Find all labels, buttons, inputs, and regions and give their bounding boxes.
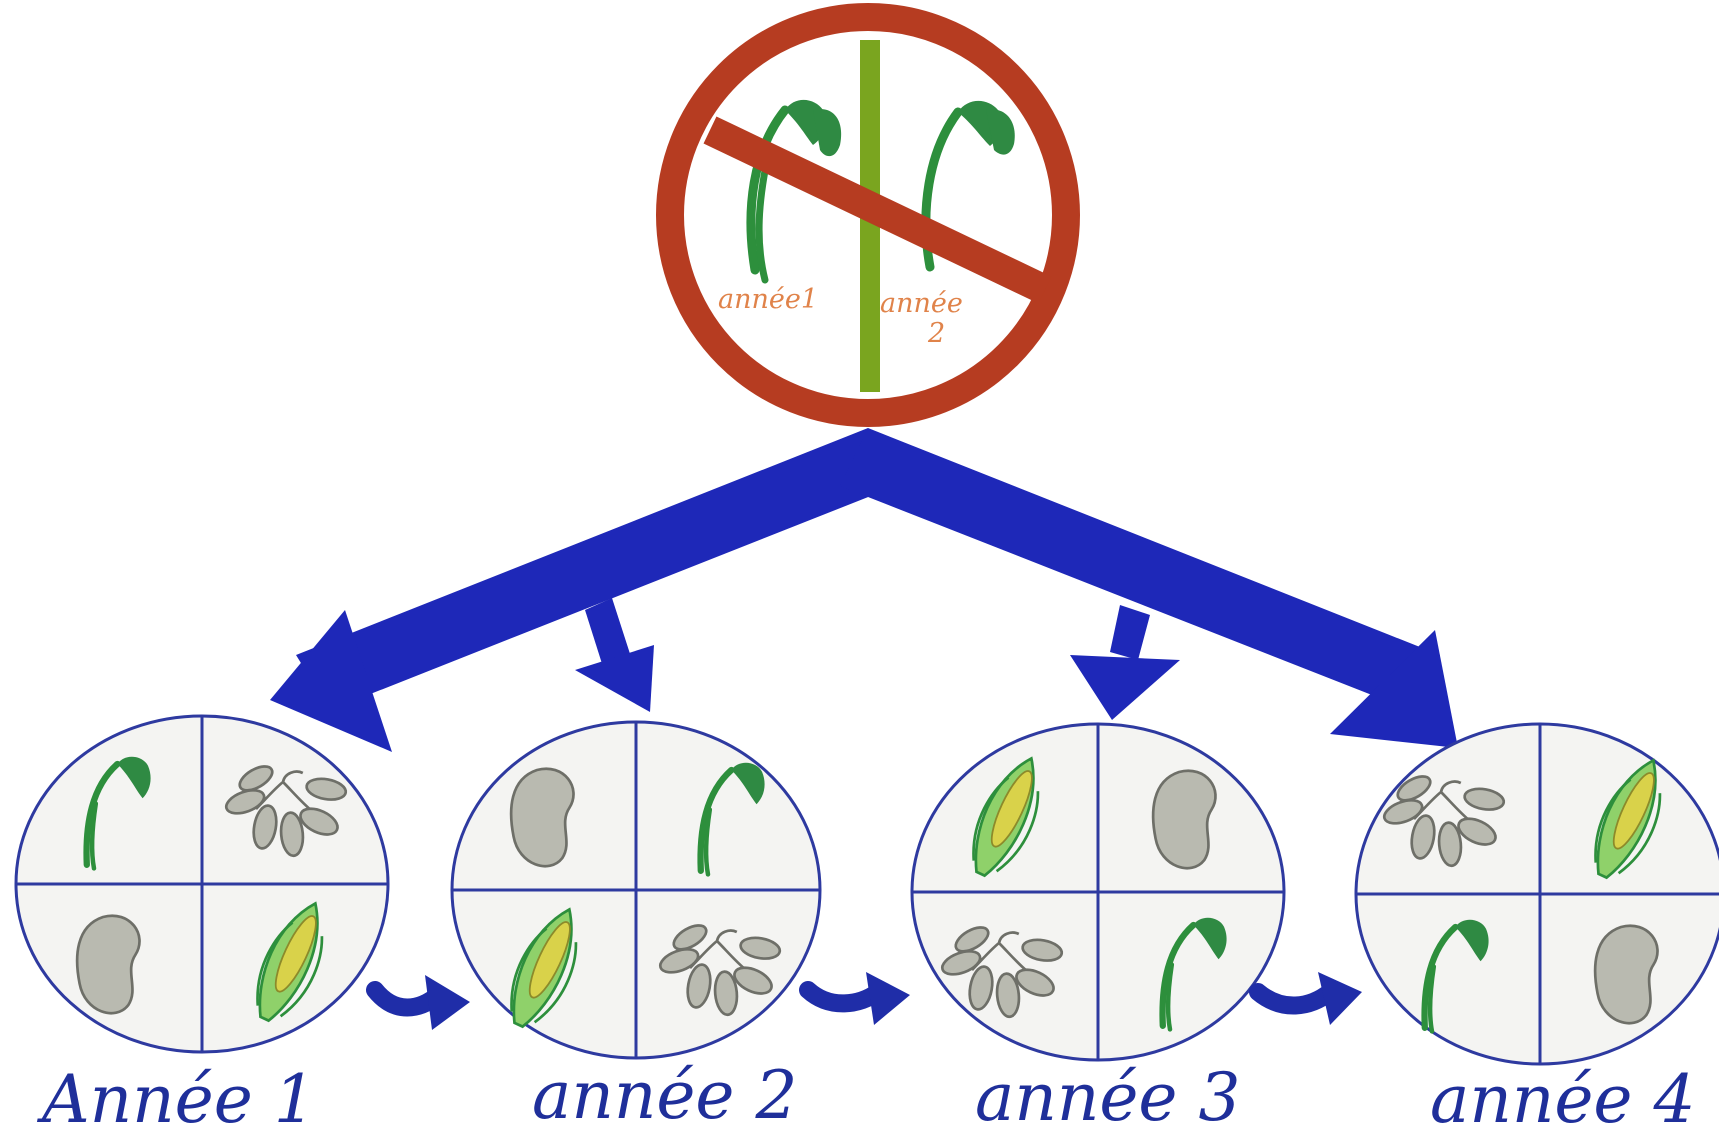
- rotation-arrow-1-2-head: [425, 975, 470, 1030]
- no-monoculture-sign: année1 année 2: [670, 17, 1066, 413]
- rotation-arrow-3-4-head: [1318, 972, 1362, 1025]
- bean-icon: [1595, 926, 1657, 1023]
- year-plot-2: [452, 722, 820, 1058]
- prohibition-label-right: année: [880, 288, 963, 319]
- prohibition-label-right-number: 2: [927, 318, 945, 349]
- rotation-arrow-2-3: [808, 990, 878, 1003]
- year-plot-4: [1356, 724, 1719, 1064]
- rotation-arrow-3-4: [1258, 992, 1330, 1006]
- year-plot-1: [16, 716, 388, 1052]
- year-label: Année 1: [36, 1061, 316, 1136]
- prohibition-label-left: année1: [718, 284, 818, 315]
- arrow-to-year-3-head: [1070, 655, 1180, 720]
- year-label: année 4: [1430, 1061, 1695, 1136]
- year-labels: Année 1 année 2 année 3 année 4: [36, 1057, 1695, 1136]
- bean-icon: [511, 769, 573, 866]
- bean-icon: [77, 916, 139, 1013]
- year-plot-3: [912, 724, 1284, 1060]
- year-label: année 3: [975, 1059, 1240, 1136]
- branch-arrows: [270, 428, 1458, 752]
- rotation-arrow-2-3-head: [866, 972, 910, 1025]
- arrow-to-year-3-stem: [1110, 605, 1150, 660]
- year-label: année 2: [532, 1057, 797, 1134]
- year-plots: [16, 716, 1719, 1064]
- bean-icon: [1153, 771, 1215, 868]
